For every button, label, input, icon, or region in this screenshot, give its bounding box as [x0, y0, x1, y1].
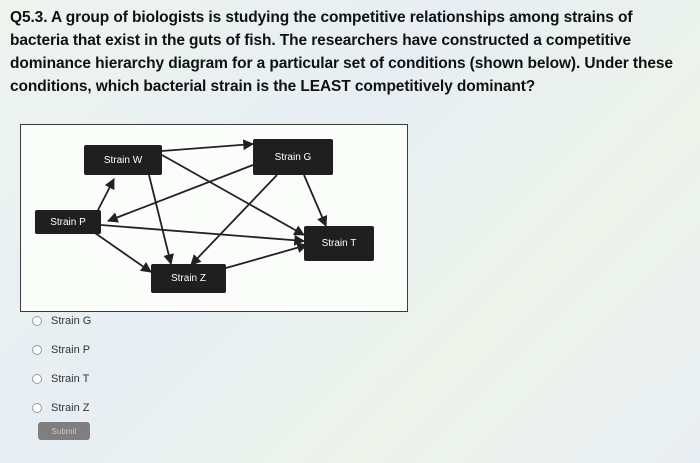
arrow-g-to-p	[106, 164, 254, 223]
answer-options: Strain G Strain P Strain T Strain Z	[32, 306, 91, 422]
radio-button[interactable]	[32, 315, 42, 326]
option-strain-z[interactable]: Strain Z	[32, 393, 91, 422]
option-strain-t[interactable]: Strain T	[32, 364, 91, 393]
node-strain-z: Strain Z	[151, 264, 226, 293]
arrow-z-to-t	[225, 242, 309, 269]
diagram-arrows	[94, 139, 328, 273]
arrow-w-to-g	[161, 139, 255, 152]
radio-button[interactable]	[32, 402, 42, 413]
node-strain-t: Strain T	[304, 226, 374, 261]
arrow-w-to-t	[161, 154, 305, 236]
question-text: Q5.3. A group of biologists is studying …	[10, 9, 673, 95]
submit-button[interactable]: Submit	[38, 422, 90, 440]
option-label: Strain G	[51, 314, 92, 327]
radio-button[interactable]	[32, 373, 42, 384]
option-strain-g[interactable]: Strain G	[32, 306, 91, 335]
node-strain-p: Strain P	[35, 210, 101, 234]
arrow-p-to-t	[100, 224, 306, 246]
option-label: Strain Z	[51, 401, 90, 414]
option-strain-p[interactable]: Strain P	[32, 335, 91, 364]
arrow-p-to-z	[94, 232, 152, 273]
arrow-w-to-z	[148, 174, 174, 266]
option-label: Strain P	[51, 343, 91, 356]
arrow-p-to-w	[97, 178, 115, 211]
radio-button[interactable]	[32, 344, 42, 355]
node-strain-w: Strain W	[84, 145, 162, 175]
node-strain-g: Strain G	[253, 139, 333, 175]
arrow-g-to-z	[190, 174, 278, 266]
option-label: Strain T	[51, 372, 90, 385]
arrow-g-to-t	[303, 174, 328, 227]
dominance-diagram: Strain W Strain G Strain P Strain T Stra…	[20, 124, 408, 312]
